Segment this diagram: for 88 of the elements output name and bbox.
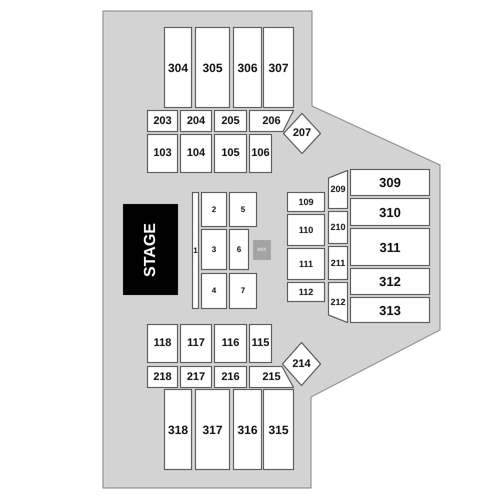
seating-section bbox=[164, 27, 192, 108]
seating-section bbox=[328, 246, 348, 280]
section-number: 117 bbox=[187, 338, 205, 349]
section-number: 216 bbox=[221, 372, 240, 382]
section-number: 112 bbox=[298, 288, 314, 296]
section-number: 111 bbox=[298, 260, 314, 268]
seating-section bbox=[201, 192, 227, 227]
seating-section bbox=[350, 228, 430, 266]
section-number: 209 bbox=[330, 185, 346, 194]
section-number: 206 bbox=[262, 116, 281, 126]
seating-section bbox=[229, 273, 257, 309]
section-number: 313 bbox=[379, 304, 401, 316]
seating-section bbox=[287, 248, 325, 280]
section-number: 4 bbox=[212, 287, 216, 295]
section-number: 204 bbox=[186, 116, 206, 126]
section-number: 3 bbox=[212, 246, 216, 254]
section-number: 2 bbox=[212, 206, 216, 214]
seating-section bbox=[350, 268, 430, 295]
section-number: 105 bbox=[221, 148, 240, 159]
section-number: 311 bbox=[380, 240, 400, 254]
section-number: 304 bbox=[168, 62, 188, 74]
section-number: 215 bbox=[262, 372, 281, 382]
seating-section bbox=[147, 324, 178, 363]
seating-section bbox=[263, 27, 294, 108]
seating-section bbox=[287, 192, 325, 212]
section-number: 309 bbox=[379, 176, 401, 189]
section-number: 207 bbox=[292, 128, 312, 139]
section-number: 5 bbox=[240, 206, 246, 214]
seating-section bbox=[214, 134, 247, 173]
seating-section bbox=[233, 389, 262, 470]
seating-section bbox=[350, 297, 430, 323]
section-number: 316 bbox=[237, 424, 258, 436]
section-number: 310 bbox=[379, 206, 401, 218]
section-number: 318 bbox=[168, 424, 188, 436]
seating-section bbox=[249, 134, 272, 173]
section-number: 109 bbox=[298, 198, 314, 206]
seating-section bbox=[195, 27, 230, 108]
seating-section bbox=[180, 324, 212, 363]
section-number: 6 bbox=[236, 246, 242, 254]
seating-section bbox=[147, 110, 178, 132]
seating-section bbox=[214, 110, 247, 132]
section-number: 115 bbox=[252, 338, 270, 349]
seating-section bbox=[195, 389, 230, 470]
mix-position bbox=[253, 240, 271, 260]
seating-section bbox=[287, 214, 325, 246]
section-number: 106 bbox=[251, 148, 270, 159]
section-number: 217 bbox=[186, 372, 206, 382]
seating-section bbox=[328, 211, 348, 244]
stage-label: STAGE bbox=[142, 222, 158, 276]
section-number: 205 bbox=[221, 116, 240, 126]
section-number: 305 bbox=[202, 62, 223, 74]
seating-section bbox=[287, 282, 325, 302]
seating-section bbox=[180, 366, 212, 388]
section-number: 116 bbox=[222, 338, 240, 349]
section-number: 203 bbox=[153, 116, 172, 126]
seating-section bbox=[214, 366, 247, 388]
section-number: 307 bbox=[268, 62, 289, 74]
seating-section bbox=[147, 134, 178, 173]
section-number: 1 bbox=[193, 246, 198, 254]
seating-section bbox=[180, 110, 212, 132]
seating-section bbox=[249, 324, 272, 363]
seating-section bbox=[229, 229, 249, 270]
section-number: 312 bbox=[379, 275, 401, 288]
section-number: 315 bbox=[268, 424, 289, 436]
section-number: 214 bbox=[292, 358, 311, 370]
section-number: 210 bbox=[330, 223, 346, 232]
seating-section bbox=[350, 169, 430, 196]
seating-section bbox=[180, 134, 212, 173]
section-number: 212 bbox=[330, 298, 346, 307]
seating-section bbox=[229, 192, 257, 227]
section-number: 104 bbox=[186, 148, 206, 159]
section-number: 118 bbox=[154, 338, 172, 349]
seating-section bbox=[164, 389, 192, 470]
seating-section bbox=[201, 273, 227, 309]
seating-section bbox=[147, 366, 178, 388]
stage bbox=[123, 204, 178, 295]
section-number: 218 bbox=[153, 372, 172, 382]
seating-section bbox=[192, 192, 199, 309]
section-number: 110 bbox=[298, 226, 314, 234]
section-number: 306 bbox=[237, 62, 258, 74]
section-number: 103 bbox=[153, 148, 172, 159]
section-number: 7 bbox=[240, 287, 246, 295]
seating-section bbox=[214, 324, 247, 363]
seating-section bbox=[350, 198, 430, 226]
section-number: 211 bbox=[330, 258, 346, 268]
seating-section bbox=[233, 27, 262, 108]
seating-section bbox=[201, 229, 227, 270]
section-number: 317 bbox=[202, 424, 223, 436]
